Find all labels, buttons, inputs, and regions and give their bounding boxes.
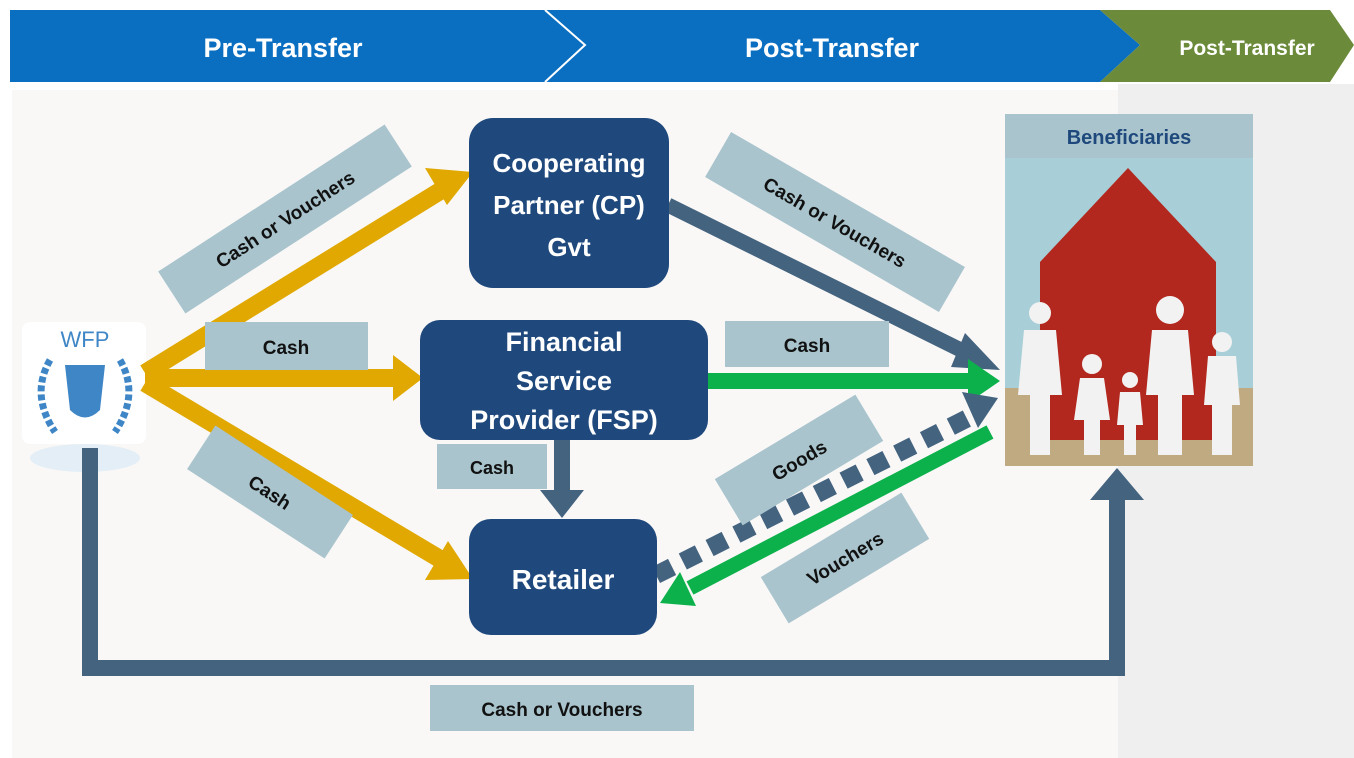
node-fsp-line1: Financial xyxy=(505,327,622,357)
node-fsp: Financial Service Provider (FSP) xyxy=(420,320,708,440)
beneficiaries: Beneficiaries xyxy=(1005,114,1253,466)
chevron-divider-icon xyxy=(544,9,587,83)
label-fsp-to-beneficiaries: Cash xyxy=(725,321,889,367)
beneficiaries-title-box xyxy=(1005,114,1253,158)
arrow-beneficiaries-to-retailer xyxy=(686,425,994,595)
svg-text:Cash or Vouchers: Cash or Vouchers xyxy=(481,700,642,721)
node-cp-line3: Gvt xyxy=(547,232,591,262)
node-cp-line1: Cooperating xyxy=(492,148,645,178)
stage-label-post-2: Post-Transfer xyxy=(1179,37,1314,60)
logo-text: WFP xyxy=(61,327,110,352)
beneficiaries-title: Beneficiaries xyxy=(1067,127,1192,149)
node-cp-box xyxy=(469,118,669,288)
arrowhead-beneficiaries-retailer xyxy=(660,572,696,606)
node-fsp-line2: Service xyxy=(516,366,612,396)
laurel-left-icon xyxy=(37,358,58,434)
label-retailer-to-beneficiaries: Goods xyxy=(714,394,884,526)
arrowhead-beneficiaries-bottom xyxy=(1090,468,1144,500)
stage-label-post: Post-Transfer xyxy=(745,33,920,63)
arrowhead-cp xyxy=(425,168,473,205)
label-wfp-to-fsp: Cash xyxy=(205,322,368,370)
stage-pre-transfer xyxy=(10,10,585,82)
node-retailer-box xyxy=(469,519,657,635)
node-cp: Cooperating Partner (CP) Gvt xyxy=(469,118,669,288)
label-wfp-to-beneficiaries: Cash or Vouchers xyxy=(430,685,694,731)
node-retailer: Retailer xyxy=(469,519,657,635)
header: Pre-Transfer Post-Transfer Post-Transfer xyxy=(10,9,1354,83)
svg-text:Cash: Cash xyxy=(263,338,309,359)
svg-text:Cash: Cash xyxy=(784,336,830,357)
arrowhead-cp-beneficiaries xyxy=(951,333,1000,370)
arrowhead-fsp xyxy=(393,355,423,401)
wheat-sack-icon xyxy=(65,365,105,418)
arrow-wfp-to-retailer xyxy=(140,375,450,570)
arrowhead-fsp-beneficiaries xyxy=(968,359,1000,403)
arrow-cp-to-beneficiaries xyxy=(664,198,979,364)
node-fsp-line3: Provider (FSP) xyxy=(470,405,658,435)
arrowhead-fsp-retailer xyxy=(540,490,584,518)
arrowhead-retailer xyxy=(425,541,473,580)
stage-label-pre: Pre-Transfer xyxy=(203,33,363,63)
stage-post-transfer-2 xyxy=(1100,10,1354,82)
svg-text:Cash: Cash xyxy=(470,458,514,478)
laurel-right-icon xyxy=(112,358,133,434)
label-wfp-to-retailer: Cash xyxy=(187,425,353,559)
arrow-wfp-to-beneficiaries xyxy=(82,448,1125,676)
label-fsp-to-retailer: Cash xyxy=(437,444,547,489)
node-fsp-box xyxy=(420,320,708,440)
arrows xyxy=(82,168,1144,676)
arrow-wfp-to-cp xyxy=(140,180,450,381)
stage-post-transfer xyxy=(545,10,1140,82)
family-icon xyxy=(1018,296,1240,455)
arrowhead-retailer-beneficiaries xyxy=(962,392,998,428)
node-cp-line2: Partner (CP) xyxy=(493,190,645,220)
family-house-illustration-icon xyxy=(1005,158,1253,466)
node-retailer-label: Retailer xyxy=(512,564,615,595)
wfp-logo: WFP xyxy=(22,322,146,472)
